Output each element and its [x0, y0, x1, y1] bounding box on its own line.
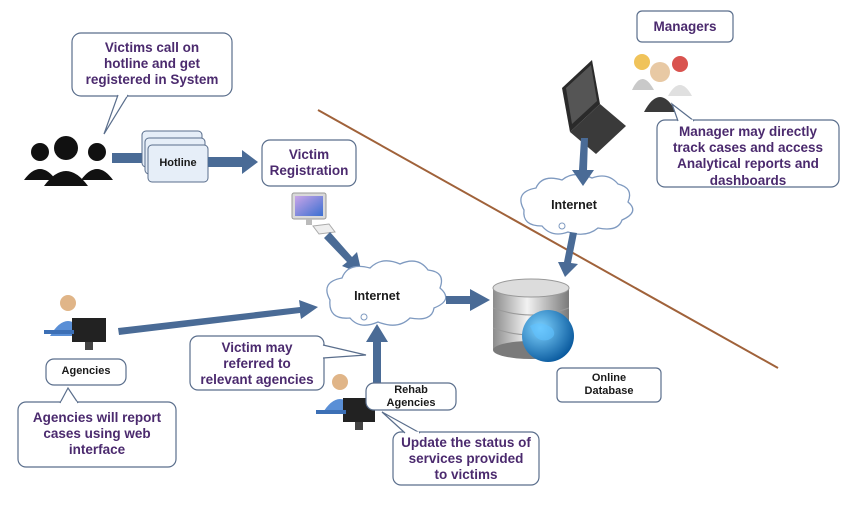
registration-computer-icon [291, 192, 336, 235]
manager-callout [656, 102, 840, 188]
arrow-internet-database [558, 232, 578, 277]
divider-line [317, 109, 779, 369]
managers-people-icon [632, 54, 692, 112]
managers-box [636, 10, 734, 43]
online-database-box [556, 367, 662, 403]
victim-registration-box [261, 139, 357, 187]
internet-cloud-left [326, 260, 447, 326]
arrow-agencies-internet [118, 300, 318, 335]
agencies-label: Agencies [61, 365, 111, 377]
online-database-label: Online Database [584, 372, 634, 398]
victims-callout [71, 32, 233, 135]
rehab-agencies-label: Rehab Agencies [386, 384, 436, 409]
victim-referred-callout [189, 335, 367, 391]
arrow-internet-left-database [446, 289, 490, 311]
hotline-stack [141, 130, 209, 183]
laptop-icon [562, 60, 626, 154]
victim-referred-text: Victim may referred to relevant agencies [200, 340, 314, 388]
agencies-person-icon [44, 295, 106, 350]
victims-callout-text: Victims call on hotline and get register… [85, 40, 219, 88]
managers-label: Managers [653, 19, 717, 34]
rehab-callout-text: Update the status of services provided t… [401, 435, 531, 483]
arrow-hotline-registration [208, 150, 258, 174]
arrow-rehab-internet [366, 324, 388, 384]
arrow-registration-internet [324, 232, 362, 274]
agencies-callout-text: Agencies will report cases using web int… [32, 410, 162, 458]
hotline-label: Hotline [159, 157, 197, 169]
manager-callout-text: Manager may directly track cases and acc… [672, 124, 824, 188]
victims-group-icon [24, 136, 113, 186]
agencies-box [45, 358, 127, 386]
agencies-callout [17, 386, 177, 468]
internet-cloud-top [520, 173, 634, 235]
internet-top-label: Internet [551, 198, 597, 212]
internet-left-label: Internet [354, 289, 400, 303]
arrow-laptop-internet [572, 138, 594, 186]
database-icon [492, 278, 574, 362]
rehab-agencies-box [365, 382, 457, 411]
arrow-victims-hotline [112, 153, 144, 163]
victim-registration-label: Victim Registration [269, 147, 349, 179]
rehab-callout [381, 411, 540, 486]
